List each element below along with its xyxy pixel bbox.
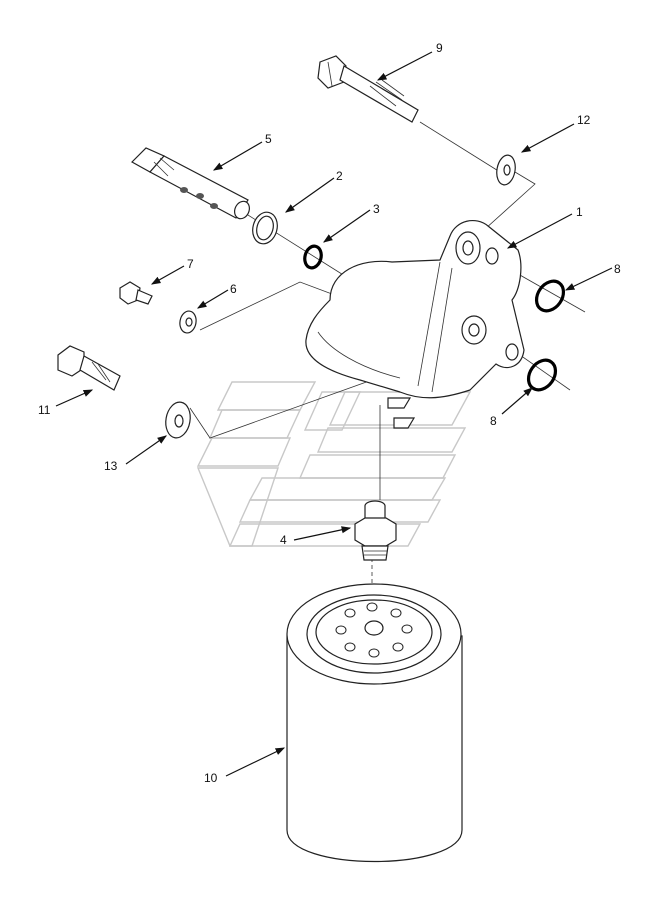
callout-8-lower: 8 [490, 414, 497, 428]
callout-8-upper: 8 [614, 262, 621, 276]
callout-13: 13 [104, 459, 118, 473]
filter-head-part-1 [305, 219, 525, 429]
callout-2: 2 [336, 169, 343, 183]
spin-on-filter-part-10 [286, 583, 463, 862]
watermark-logo [196, 381, 472, 547]
washer-part-6 [179, 310, 197, 334]
bolt-part-11 [57, 345, 121, 391]
callout-5: 5 [265, 132, 272, 146]
callout-11: 11 [38, 403, 51, 417]
callout-7: 7 [187, 257, 194, 271]
leader-arrows [55, 51, 613, 777]
callout-12: 12 [577, 113, 591, 127]
bolt-part-9 [317, 55, 419, 123]
o-ring-part-8-upper [534, 279, 566, 313]
callout-3: 3 [373, 202, 380, 216]
o-ring-part-3 [303, 244, 323, 270]
callout-labels: 9 12 5 2 3 1 8 7 6 11 13 8 4 10 [38, 41, 621, 785]
flat-ring-part-2 [252, 211, 278, 245]
washer-part-13 [165, 401, 191, 439]
callout-1: 1 [576, 205, 583, 219]
nipple-fitting-part-4 [354, 500, 397, 561]
washer-part-12 [496, 154, 516, 186]
small-bolt-part-7 [119, 281, 153, 305]
callout-9: 9 [436, 41, 443, 55]
callout-4: 4 [280, 533, 287, 547]
callout-6: 6 [230, 282, 237, 296]
callout-10: 10 [204, 771, 218, 785]
pin-part-5 [131, 147, 250, 220]
